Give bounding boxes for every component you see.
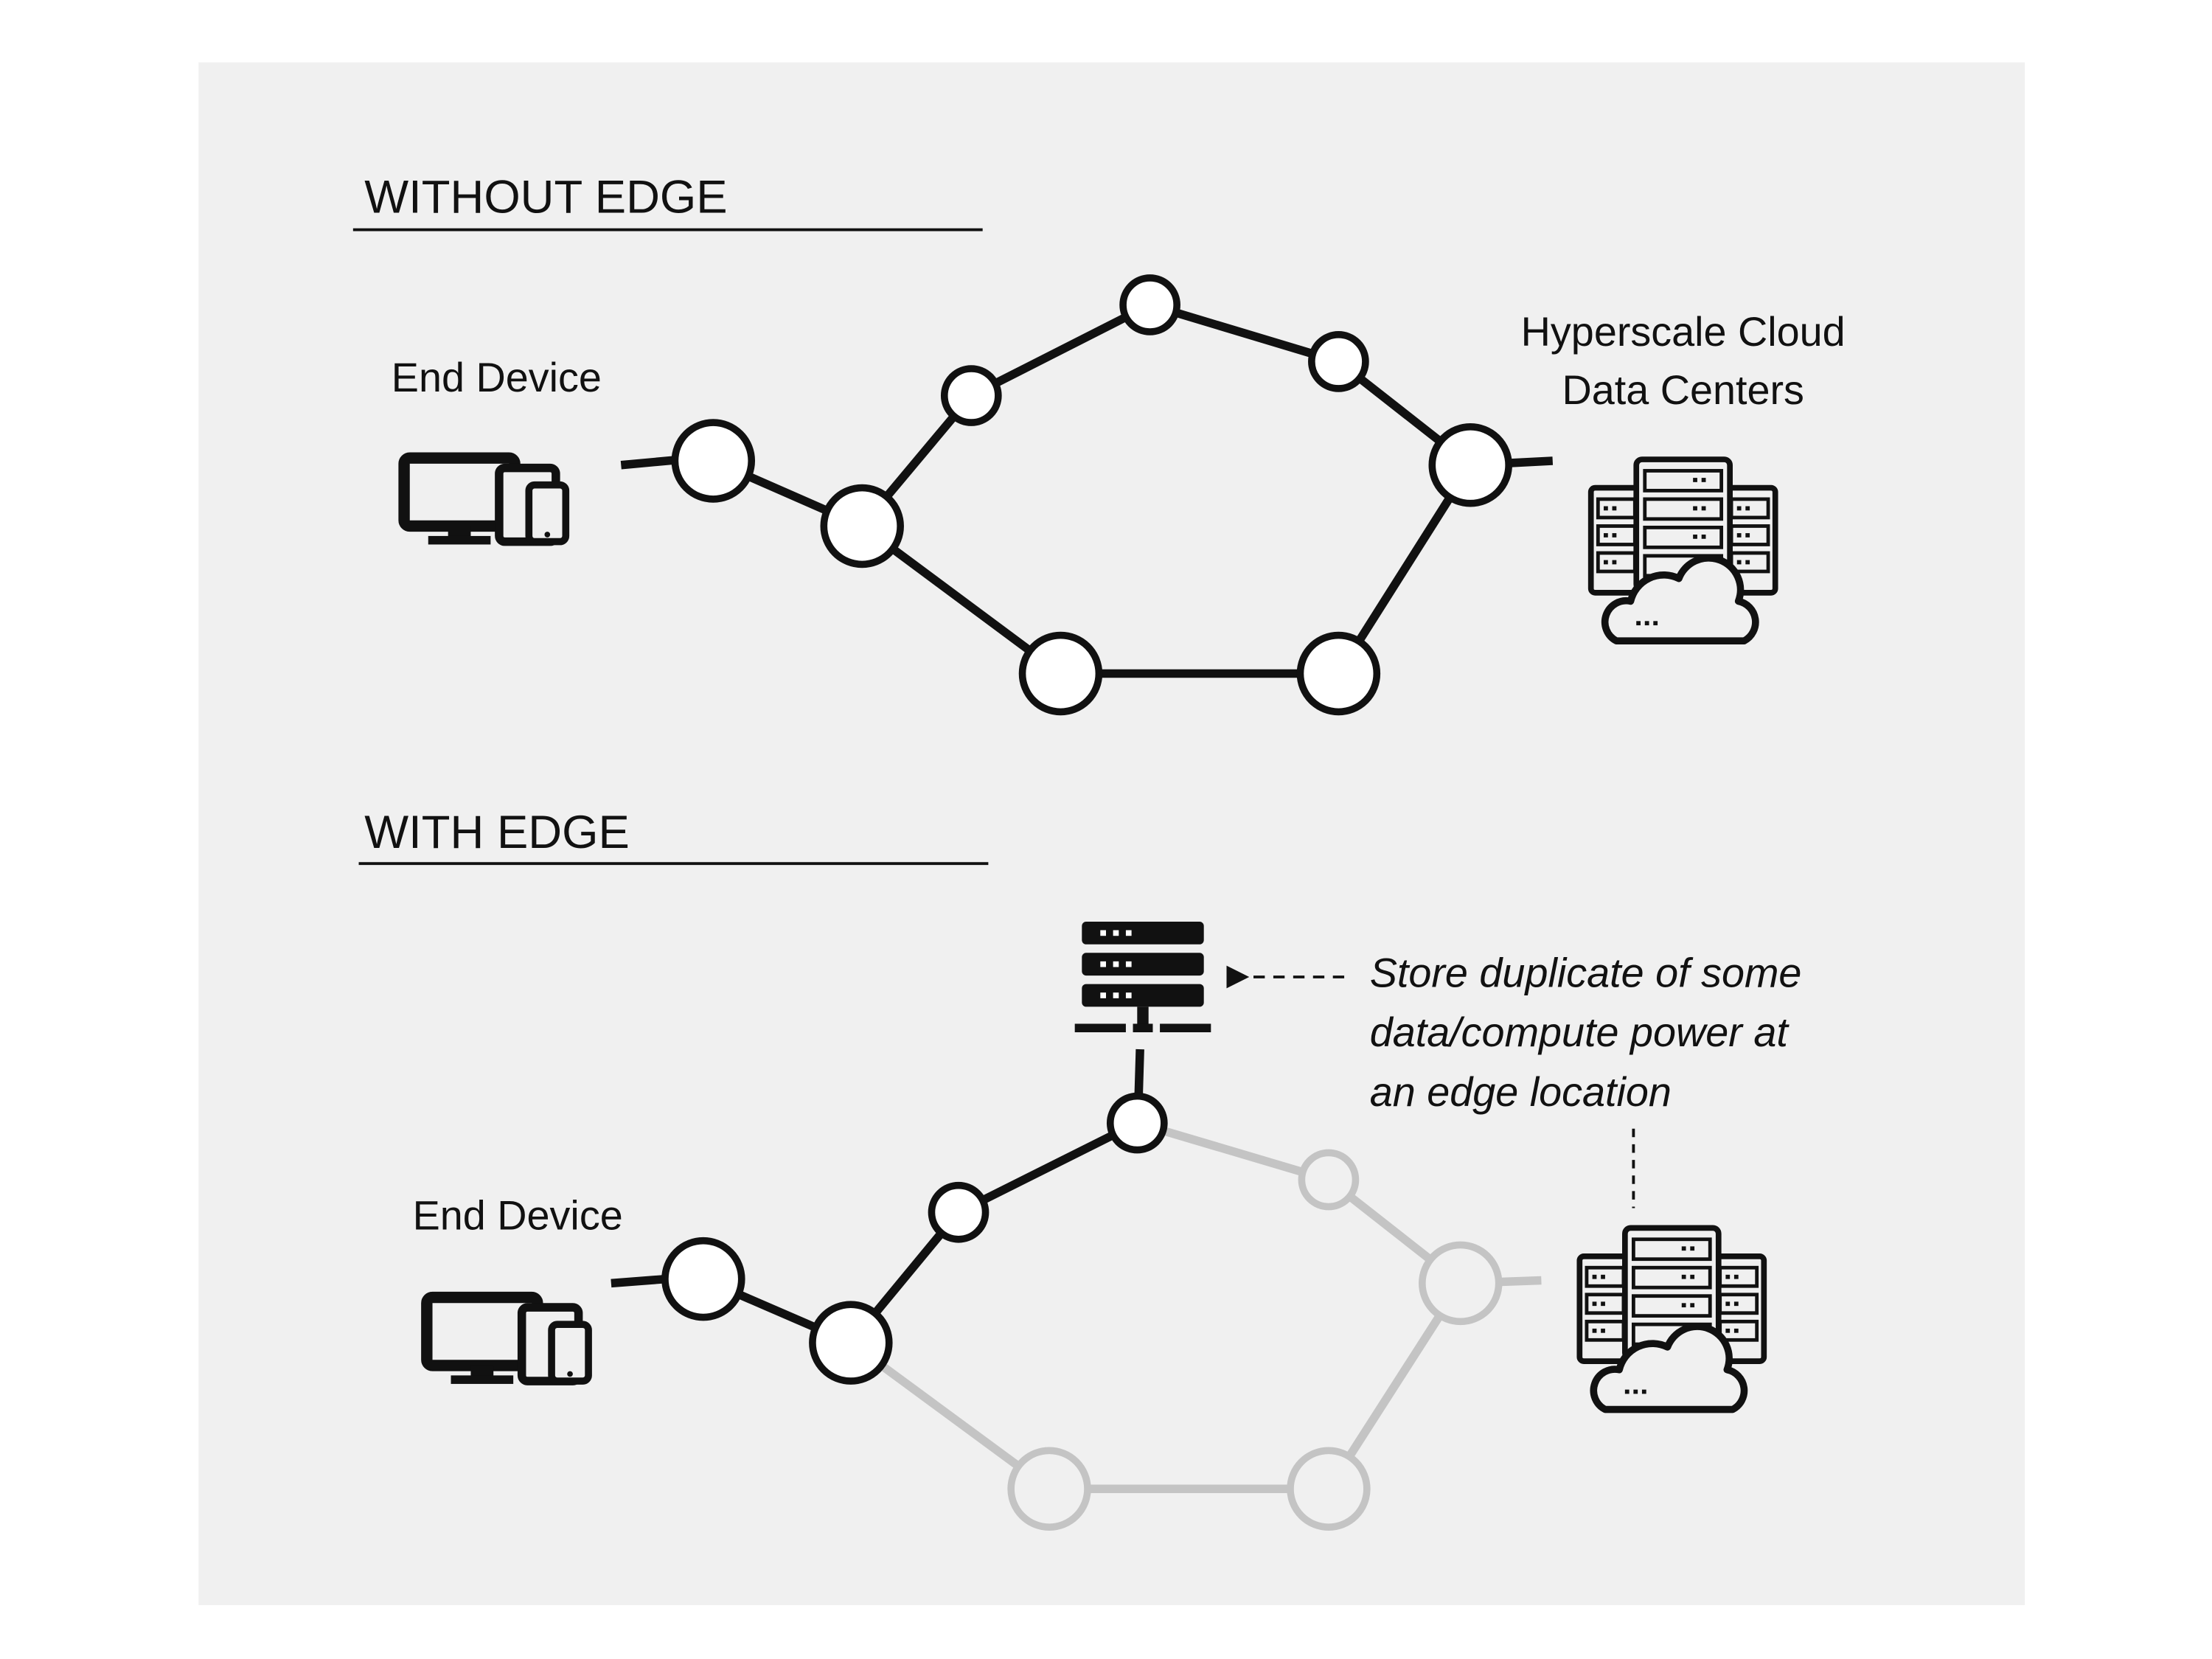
annotation-line1: Store duplicate of some <box>1370 950 1802 995</box>
network-node-inactive <box>1298 1149 1360 1211</box>
network-node-inactive <box>1007 1447 1091 1531</box>
network-node <box>661 1237 745 1321</box>
link <box>1148 300 1340 366</box>
network-node <box>1119 274 1180 335</box>
network-node <box>928 1181 990 1243</box>
link-active <box>956 1119 1139 1217</box>
network-node <box>809 1301 893 1385</box>
network-nodes-inactive <box>1007 1149 1503 1531</box>
network-node <box>671 419 756 503</box>
network-node <box>940 365 1002 426</box>
cloud-label-line2: Data Centers <box>1562 367 1804 413</box>
cloud-datacenter-icon <box>1591 459 1775 641</box>
network-node <box>1018 631 1103 716</box>
edge-network-node <box>1106 1092 1168 1154</box>
cloud-datacenter-icon <box>1579 1228 1764 1409</box>
network-nodes-active <box>661 1092 1168 1385</box>
network-node <box>1428 423 1512 507</box>
cloud-label-line1: Hyperscale Cloud <box>1521 309 1846 355</box>
annotation-line3: an edge location <box>1370 1069 1672 1115</box>
network-nodes-top <box>671 274 1512 716</box>
without-edge-end-device-label: End Device <box>392 355 602 400</box>
network-node <box>820 484 904 568</box>
link-inactive <box>1135 1119 1330 1184</box>
with-edge-end-device-label: End Device <box>413 1192 623 1238</box>
annotation-line2: data/compute power at <box>1370 1009 1790 1055</box>
link-to-edge-server <box>1134 1048 1144 1096</box>
with-edge-heading: WITH EDGE <box>364 807 630 858</box>
network-node <box>1296 631 1381 716</box>
network-node <box>1308 331 1369 392</box>
without-edge-heading: WITHOUT EDGE <box>364 171 727 223</box>
link <box>969 301 1152 400</box>
network-node-inactive <box>1419 1241 1503 1326</box>
network-node-inactive <box>1287 1447 1371 1531</box>
